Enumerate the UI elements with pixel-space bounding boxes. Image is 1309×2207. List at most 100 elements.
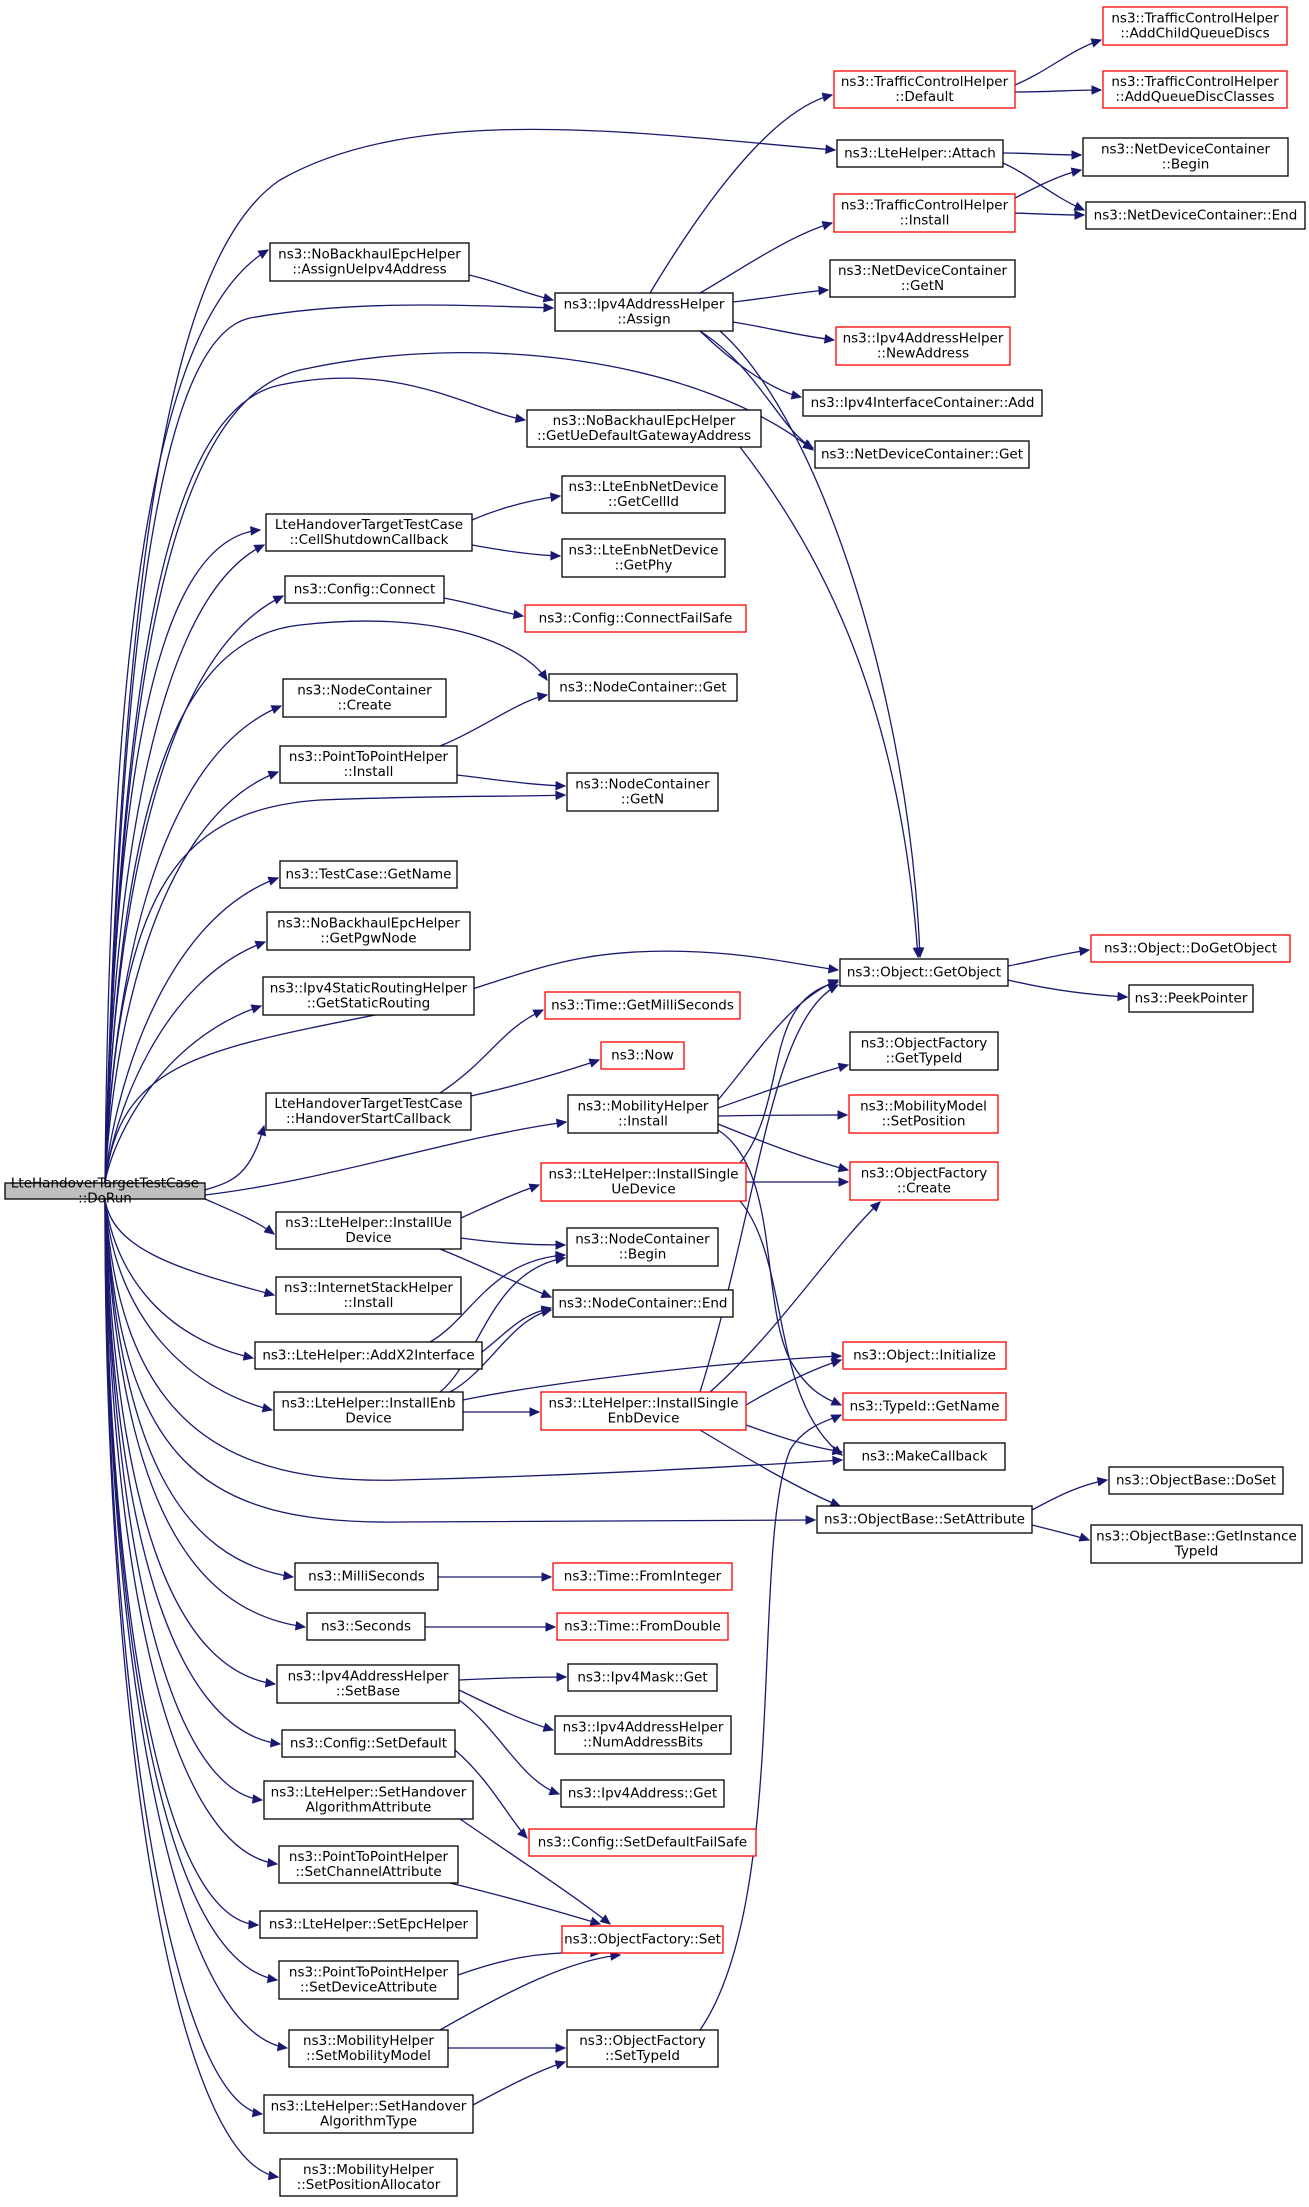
edge-tchDefault-to-tchAddClasses (1014, 85, 1103, 95)
node-p2pInstall[interactable]: ns3::PointToPointHelper::Install (279, 745, 458, 784)
node-ipv4AddrGet[interactable]: ns3::Ipv4Address::Get (560, 1779, 725, 1808)
node-addX2[interactable]: ns3::LteHelper::AddX2Interface (254, 1341, 483, 1370)
node-ndcGet[interactable]: ns3::NetDeviceContainer::Get (814, 440, 1030, 469)
node-milliSeconds[interactable]: ns3::MilliSeconds (294, 1562, 439, 1591)
node-timeFromDouble[interactable]: ns3::Time::FromDouble (556, 1612, 729, 1641)
edge-configConnect-to-configConnectFailSafe (443, 597, 525, 620)
node-configSetDefault[interactable]: ns3::Config::SetDefault (281, 1729, 456, 1758)
edge-line (719, 330, 921, 958)
node-tcGetName[interactable]: ns3::TestCase::GetName (279, 860, 458, 889)
node-cellShutdown[interactable]: LteHandoverTargetTestCase::CellShutdownC… (265, 513, 473, 552)
node-getStaticRouting[interactable]: ns3::Ipv4StaticRoutingHelper::GetStaticR… (262, 976, 475, 1016)
node-makeCallback[interactable]: ns3::MakeCallback (843, 1442, 1006, 1471)
edge-line (104, 1198, 288, 2049)
call-graph-nodes: LteHandoverTargetTestCase::DoRun ns3::NoB… (4, 6, 1306, 2197)
node-obDoSet[interactable]: ns3::ObjectBase::DoSet (1108, 1466, 1284, 1495)
node-box (265, 513, 473, 552)
node-timeFromInteger[interactable]: ns3::Time::FromInteger (552, 1562, 733, 1591)
node-now[interactable]: ns3::Now (600, 1041, 685, 1070)
node-enbGetPhy[interactable]: ns3::LteEnbNetDevice::GetPhy (561, 538, 726, 578)
edge-arrowhead (541, 1572, 553, 1582)
node-root[interactable]: LteHandoverTargetTestCase::DoRun (4, 1176, 206, 1207)
node-p2pSetDeviceAttr[interactable]: ns3::PointToPointHelper::SetDeviceAttrib… (278, 1960, 459, 2000)
edge-arrowhead (251, 2107, 264, 2118)
edge-root-to-setHoType (104, 1198, 264, 2118)
node-objInit[interactable]: ns3::Object::Initialize (842, 1341, 1007, 1370)
node-configConnect[interactable]: ns3::Config::Connect (284, 575, 445, 604)
edge-root-to-addX2 (104, 1198, 255, 1361)
edge-arrowhead (821, 92, 834, 102)
edge-arrowhead (832, 1455, 844, 1466)
edge-arrowhead (1117, 991, 1129, 1002)
node-mobInstall[interactable]: ns3::MobilityHelper::Install (567, 1094, 719, 1134)
node-timeGetMilli[interactable]: ns3::Time::GetMilliSeconds (544, 991, 741, 1020)
node-ipv4Assign[interactable]: ns3::Ipv4AddressHelper::Assign (554, 292, 734, 332)
edge-arrowhead (554, 1254, 567, 1265)
node-label: ns3::TypeId::GetName (850, 1399, 1000, 1415)
edge-noBackhaulAssign-to-ipv4Assign (468, 274, 555, 303)
node-ncCreate[interactable]: ns3::NodeContainer::Create (282, 678, 447, 718)
node-obSetAttr[interactable]: ns3::ObjectBase::SetAttribute (816, 1505, 1033, 1534)
edge-arrowhead (555, 780, 567, 791)
node-ipv4MaskGet[interactable]: ns3::Ipv4Mask::Get (567, 1663, 718, 1692)
node-setHoAttr[interactable]: ns3::LteHelper::SetHandoverAlgorithmAttr… (263, 1780, 474, 1820)
node-objGetObject[interactable]: ns3::Object::GetObject (839, 958, 1009, 987)
node-p2pSetChannelAttr[interactable]: ns3::PointToPointHelper::SetChannelAttri… (278, 1845, 459, 1884)
node-ipv4SetBase[interactable]: ns3::Ipv4AddressHelper::SetBase (276, 1664, 460, 1704)
node-typeIdGetName[interactable]: ns3::TypeId::GetName (842, 1392, 1007, 1421)
edge-ipv4Assign-to-tchDefault (649, 92, 834, 294)
edge-line (204, 1125, 265, 1191)
edge-mobSetModel-to-ofSet (439, 1951, 622, 2031)
node-configConnectFailSafe[interactable]: ns3::Config::ConnectFailSafe (524, 604, 747, 633)
edge-line (104, 544, 265, 1184)
node-ofGetTypeId[interactable]: ns3::ObjectFactory::GetTypeId (849, 1031, 999, 1071)
edge-line (732, 321, 835, 341)
node-ipv4NewAddress[interactable]: ns3::Ipv4AddressHelper::NewAddress (835, 326, 1011, 366)
node-numAddrBits[interactable]: ns3::Ipv4AddressHelper::NumAddressBits (554, 1715, 732, 1755)
edge-installUe-to-installSingleUe (460, 1183, 541, 1219)
node-lteAttach[interactable]: ns3::LteHelper::Attach (836, 139, 1004, 168)
edge-line (462, 1355, 842, 1401)
node-mobSetPosAlloc[interactable]: ns3::MobilityHelper::SetPositionAllocato… (279, 2158, 458, 2197)
node-getPgwNode[interactable]: ns3::NoBackhaulEpcHelper::GetPgwNode (266, 911, 471, 951)
node-tchInstall[interactable]: ns3::TrafficControlHelper::Install (833, 193, 1016, 233)
node-tchDefault[interactable]: ns3::TrafficControlHelper::Default (833, 70, 1016, 109)
node-mmSetPos[interactable]: ns3::MobilityModel::SetPosition (848, 1094, 999, 1134)
node-objDoGetObject[interactable]: ns3::Object::DoGetObject (1090, 934, 1291, 963)
node-inetInstall[interactable]: ns3::InternetStackHelper::Install (275, 1276, 462, 1315)
node-box (282, 678, 447, 718)
node-ofCreate[interactable]: ns3::ObjectFactory::Create (849, 1161, 999, 1201)
node-ncGetN[interactable]: ns3::NodeContainer::GetN (566, 772, 719, 812)
node-peekPointer[interactable]: ns3::PeekPointer (1128, 984, 1254, 1013)
node-ncBegin[interactable]: ns3::NodeContainer::Begin (566, 1227, 719, 1267)
node-ndcGetN[interactable]: ns3::NetDeviceContainer::GetN (829, 259, 1016, 298)
node-ndcBegin[interactable]: ns3::NetDeviceContainer::Begin (1082, 137, 1289, 177)
node-ncEnd[interactable]: ns3::NodeContainer::End (552, 1289, 734, 1318)
node-hoStart[interactable]: LteHandoverTargetTestCase::HandoverStart… (265, 1092, 472, 1131)
edge-root-to-configSetDefault (104, 1198, 282, 1748)
node-box (279, 745, 458, 784)
node-mobSetModel[interactable]: ns3::MobilityHelper::SetMobilityModel (288, 2029, 449, 2068)
node-enbGetCellId[interactable]: ns3::LteEnbNetDevice::GetCellId (561, 475, 726, 514)
node-ifcAdd[interactable]: ns3::Ipv4InterfaceContainer::Add (802, 389, 1043, 417)
edge-line (745, 1359, 842, 1406)
node-noBackhaulGateway[interactable]: ns3::NoBackhaulEpcHelper::GetUeDefaultGa… (526, 409, 762, 448)
node-ofSet[interactable]: ns3::ObjectFactory::Set (561, 1925, 724, 1954)
node-ofSetTypeId[interactable]: ns3::ObjectFactory::SetTypeId (566, 2029, 719, 2068)
node-tchAddChild[interactable]: ns3::TrafficControlHelper::AddChildQueue… (1102, 6, 1288, 46)
node-ndcEnd[interactable]: ns3::NetDeviceContainer::End (1085, 201, 1306, 230)
node-tchAddClasses[interactable]: ns3::TrafficControlHelper::AddQueueDiscC… (1102, 70, 1288, 109)
edge-root-to-installEnb (104, 1198, 274, 1413)
node-configSetDefaultFailSafe[interactable]: ns3::Config::SetDefaultFailSafe (528, 1828, 757, 1857)
node-box (265, 1092, 472, 1131)
node-ncGet[interactable]: ns3::NodeContainer::Get (548, 673, 738, 702)
node-noBackhaulAssign[interactable]: ns3::NoBackhaulEpcHelper::AssignUeIpv4Ad… (269, 242, 470, 282)
node-seconds[interactable]: ns3::Seconds (306, 1612, 426, 1641)
node-setEpcHelper[interactable]: ns3::LteHelper::SetEpcHelper (259, 1910, 478, 1939)
